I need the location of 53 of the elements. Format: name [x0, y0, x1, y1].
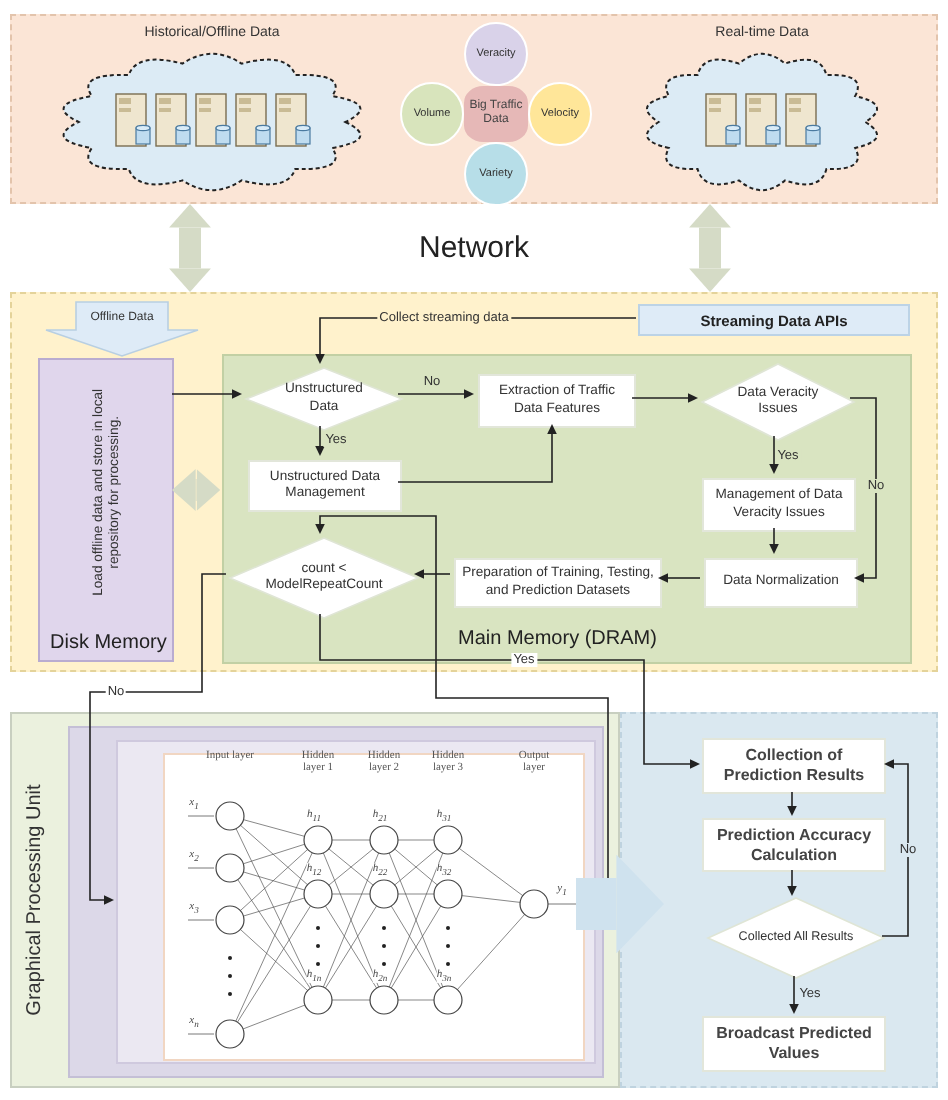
arrow	[658, 573, 701, 583]
arrow	[789, 975, 799, 1014]
panel-caption: Graphical Processing Unit	[24, 782, 48, 1020]
circle	[464, 22, 528, 86]
circle	[528, 82, 592, 146]
arrow	[397, 424, 557, 483]
panel-caption: Disk Memory	[50, 632, 167, 654]
circle	[400, 82, 464, 146]
arrow	[849, 397, 877, 583]
gpu-panel	[10, 712, 620, 1088]
block-arrow	[169, 204, 211, 292]
process-box	[702, 738, 886, 794]
arrow	[769, 527, 779, 554]
arrow	[787, 869, 797, 896]
decision-diamond	[246, 368, 402, 430]
block-arrow	[172, 469, 221, 511]
process-box	[702, 818, 886, 872]
down-arrow-shape	[46, 302, 198, 356]
node-label: Broadcast Predicted Values	[714, 1024, 874, 1064]
section-label: Network	[419, 231, 529, 265]
arrow	[171, 389, 242, 399]
memory-panel	[38, 358, 174, 662]
panel-caption: Main Memory (DRAM)	[458, 628, 657, 650]
arrow	[89, 573, 227, 905]
circle	[464, 142, 528, 206]
process-box	[702, 1016, 886, 1072]
arrow	[315, 515, 609, 881]
node-label: Prediction Accuracy Calculation	[714, 825, 874, 865]
arrow	[769, 435, 779, 474]
block-arrow	[576, 854, 664, 954]
band-panel	[620, 712, 938, 1088]
memory-panel	[222, 354, 912, 664]
block-arrow	[689, 204, 731, 292]
api-bar	[638, 304, 910, 336]
node-label: Collection of Prediction Results	[721, 746, 867, 786]
arrow	[881, 759, 909, 937]
arrow	[315, 425, 325, 456]
process-box	[704, 558, 858, 608]
decision-diamond	[702, 364, 854, 440]
center-shape	[464, 86, 528, 142]
arrow	[787, 791, 797, 816]
band-panel	[10, 292, 938, 672]
process-box	[454, 558, 662, 608]
arrow	[414, 569, 451, 579]
arrow	[397, 389, 474, 399]
arrow	[319, 613, 700, 769]
arrow	[631, 393, 698, 403]
process-box	[478, 374, 636, 428]
band-panel	[10, 14, 938, 204]
process-box	[248, 460, 402, 512]
process-box	[702, 478, 856, 532]
decision-diamond	[230, 538, 418, 618]
decision-diamond	[708, 898, 884, 978]
